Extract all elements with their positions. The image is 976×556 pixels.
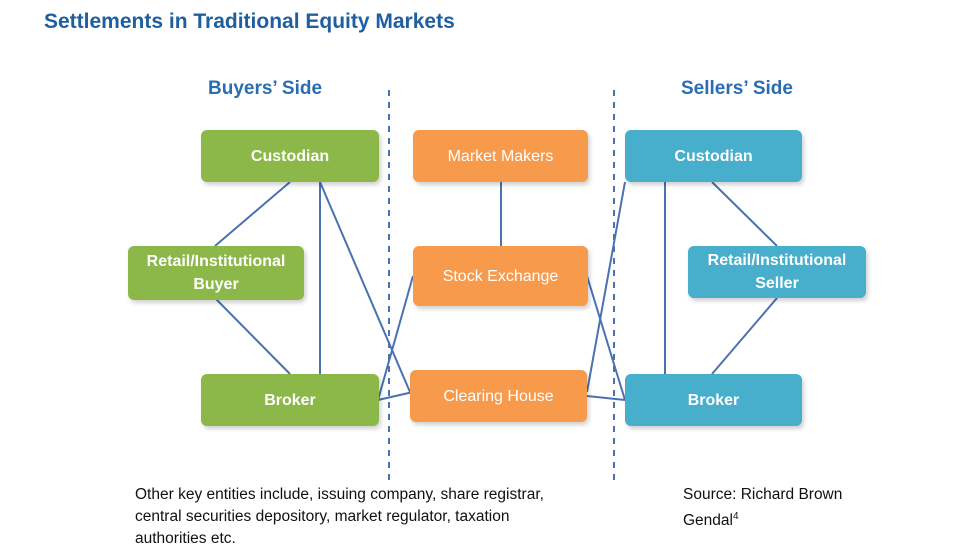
- market-makers-label: Market Makers: [447, 147, 554, 165]
- buyer-retail-box: Retail/Institutional Buyer: [128, 246, 304, 300]
- line-buyer-custodian-clearing: [319, 181, 411, 393]
- clearing-house-box: Clearing House: [410, 370, 587, 422]
- buyer-broker-box: Broker: [201, 374, 379, 426]
- line-buyer-custodian-retail: [214, 181, 291, 247]
- stock-exchange-box: Stock Exchange: [413, 246, 588, 306]
- source-line2: Gendal4: [683, 506, 842, 532]
- sellers-side-label: Sellers’ Side: [681, 78, 793, 99]
- buyer-custodian-box: Custodian: [201, 130, 379, 182]
- market-makers-box: Market Makers: [413, 130, 588, 182]
- buyer-custodian-label: Custodian: [250, 147, 330, 165]
- footnote-line3: authorities etc.: [135, 530, 236, 547]
- seller-custodian-label: Custodian: [674, 147, 753, 165]
- line-buyer-retail-broker: [214, 297, 291, 375]
- buyers-side-label: Buyers’ Side: [208, 78, 323, 99]
- line-seller-custodian-clearing: [586, 181, 626, 393]
- source-author: Gendal: [683, 512, 733, 530]
- page-title: Settlements in Traditional Equity Market…: [44, 10, 455, 33]
- line-buyer-broker-exchange: [377, 275, 414, 401]
- line-buyer-broker-clearing: [377, 391, 414, 401]
- source-line1: Source: Richard Brown: [683, 486, 843, 503]
- line-seller-broker-exchange: [586, 275, 626, 401]
- buyer-retail-label-line2: Buyer: [193, 276, 239, 293]
- seller-retail-label-line1: Retail/Institutional: [707, 252, 847, 269]
- seller-custodian-box: Custodian: [625, 130, 802, 182]
- seller-broker-label: Broker: [687, 391, 740, 409]
- footnote: Other key entities include, issuing comp…: [135, 484, 544, 550]
- line-seller-custodian-retail: [711, 181, 778, 247]
- source-note: Source: Richard Brown Gendal4: [683, 484, 842, 532]
- buyer-retail-label-line1: Retail/Institutional: [146, 253, 286, 270]
- line-seller-broker-clearing: [586, 395, 626, 401]
- source-superscript: 4: [732, 511, 739, 522]
- buyer-broker-label: Broker: [264, 391, 316, 409]
- footnote-line2: central securities depository, market re…: [135, 508, 510, 525]
- footnote-line1: Other key entities include, issuing comp…: [135, 486, 544, 503]
- seller-retail-box: Retail/Institutional Seller: [688, 246, 866, 298]
- clearing-house-label: Clearing House: [443, 387, 554, 405]
- line-seller-retail-broker: [711, 297, 778, 375]
- stock-exchange-label: Stock Exchange: [442, 267, 559, 285]
- seller-retail-label-line2: Seller: [755, 275, 799, 292]
- seller-broker-box: Broker: [625, 374, 802, 426]
